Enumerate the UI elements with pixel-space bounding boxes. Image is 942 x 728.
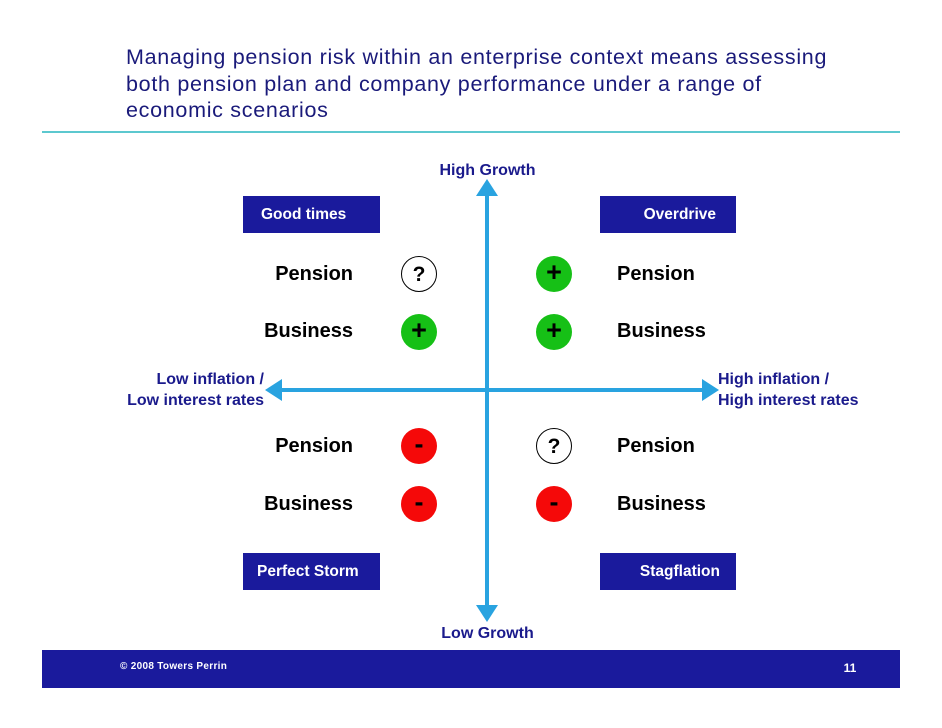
row-label-pension: Pension <box>617 435 695 457</box>
quadrant-title-stagflation: Stagflation <box>600 553 736 590</box>
axis-label-high-growth: High Growth <box>439 162 536 179</box>
row-label-business: Business <box>264 320 353 342</box>
vertical-axis-line <box>485 192 489 611</box>
row-label-business: Business <box>617 320 706 342</box>
marker-glyph: - <box>549 486 559 517</box>
marker-positive-icon: + <box>536 256 572 292</box>
row-label-business: Business <box>617 493 706 515</box>
marker-glyph: + <box>411 314 427 345</box>
axis-label-low-inflation: Low inflation / Low interest rates <box>127 371 264 409</box>
marker-negative-icon: - <box>401 486 437 522</box>
footer-copyright: © 2008 Towers Perrin <box>120 661 228 672</box>
axis-label-low-growth: Low Growth <box>441 625 534 642</box>
row-label-pension: Pension <box>275 435 353 457</box>
row-label-pension: Pension <box>275 263 353 285</box>
marker-positive-icon: + <box>536 314 572 350</box>
footer-page-number: 11 <box>843 661 857 675</box>
marker-unknown-icon: ? <box>401 256 437 292</box>
title-divider <box>42 131 900 133</box>
marker-glyph: + <box>546 314 562 345</box>
row-label-pension: Pension <box>617 263 695 285</box>
marker-glyph: - <box>414 486 424 517</box>
marker-unknown-icon: ? <box>536 428 572 464</box>
marker-glyph: ? <box>412 262 426 286</box>
arrow-right-icon <box>702 379 719 401</box>
arrow-left-icon <box>265 379 282 401</box>
page-title: Managing pension risk within an enterpri… <box>126 45 828 122</box>
horizontal-axis-line <box>278 388 704 392</box>
row-label-business: Business <box>264 493 353 515</box>
marker-glyph: ? <box>547 434 561 458</box>
marker-glyph: - <box>414 428 424 459</box>
marker-negative-icon: - <box>536 486 572 522</box>
axis-label-high-inflation: High inflation / High interest rates <box>718 371 859 409</box>
quadrant-title-good-times: Good times <box>243 196 380 233</box>
quadrant-title-perfect-storm: Perfect Storm <box>243 553 380 590</box>
marker-positive-icon: + <box>401 314 437 350</box>
footer-bar <box>42 650 900 688</box>
marker-negative-icon: - <box>401 428 437 464</box>
arrow-down-icon <box>476 605 498 622</box>
marker-glyph: + <box>546 256 562 287</box>
arrow-up-icon <box>476 179 498 196</box>
quadrant-title-overdrive: Overdrive <box>600 196 736 233</box>
